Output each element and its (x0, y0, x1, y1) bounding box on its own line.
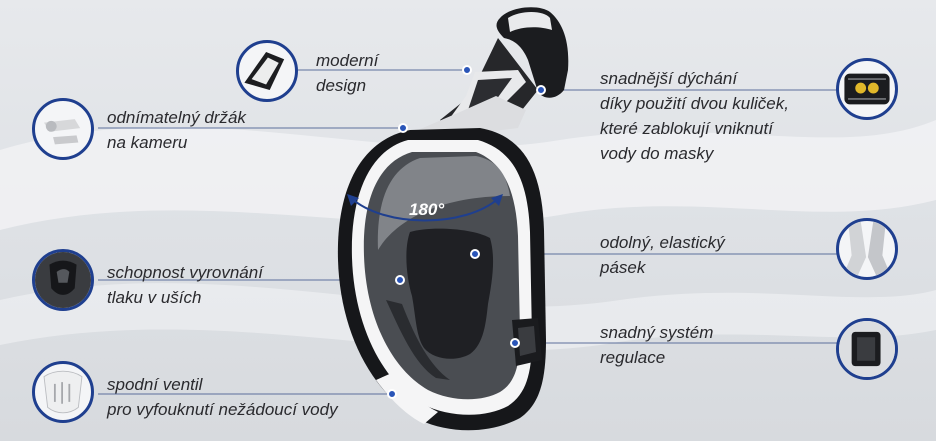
label-strap-line2: pásek (600, 258, 646, 277)
label-camera-mount-line2: na kameru (107, 133, 188, 152)
buckle-icon (836, 318, 898, 380)
label-design: moderní design (316, 48, 378, 98)
label-camera-mount-line1: odnímatelný držák (107, 108, 246, 127)
label-valve-line2: pro vyfouknutí nežádoucí vody (107, 400, 338, 419)
pressure-nose-icon (32, 249, 94, 311)
view-angle-arc (347, 194, 503, 222)
view-angle-label: 180° (409, 200, 445, 219)
strap-icon (836, 218, 898, 280)
hotspot-camera-mount (398, 123, 408, 133)
snorkel-mask (337, 7, 569, 431)
hotspot-regulation (510, 338, 520, 348)
label-regulation: snadný systém regulace (600, 320, 713, 370)
camera-mount-icon (32, 98, 94, 160)
label-pressure-line1: schopnost vyrovnání (107, 263, 263, 282)
label-design-line2: design (316, 76, 367, 95)
hotspot-design (462, 65, 472, 75)
label-valve-line1: spodní ventil (107, 375, 203, 394)
label-valve: spodní ventil pro vyfouknutí nežádoucí v… (107, 372, 338, 422)
label-pressure-line2: tlaku v uších (107, 288, 202, 307)
label-pressure: schopnost vyrovnání tlaku v uších (107, 260, 263, 310)
design-detail-icon (236, 40, 298, 102)
breathing-balls-icon (836, 58, 898, 120)
label-strap: odolný, elastický pásek (600, 230, 725, 280)
label-regulation-line2: regulace (600, 348, 666, 367)
hotspot-pressure (395, 275, 405, 285)
label-strap-line1: odolný, elastický (600, 233, 725, 252)
hotspot-breathing (536, 85, 546, 95)
hotspot-strap (470, 249, 480, 259)
label-breathing: snadnější dýchání díky použití dvou kuli… (600, 66, 789, 166)
label-breathing-line4: vody do masky (600, 144, 714, 163)
label-regulation-line1: snadný systém (600, 323, 714, 342)
label-breathing-line3: které zablokují vniknutí (600, 119, 773, 138)
hotspot-valve (387, 389, 397, 399)
label-breathing-line2: díky použití dvou kuliček, (600, 94, 789, 113)
label-camera-mount: odnímatelný držák na kameru (107, 105, 246, 155)
label-design-line1: moderní (316, 51, 379, 70)
valve-icon (32, 361, 94, 423)
label-breathing-line1: snadnější dýchání (600, 69, 738, 88)
